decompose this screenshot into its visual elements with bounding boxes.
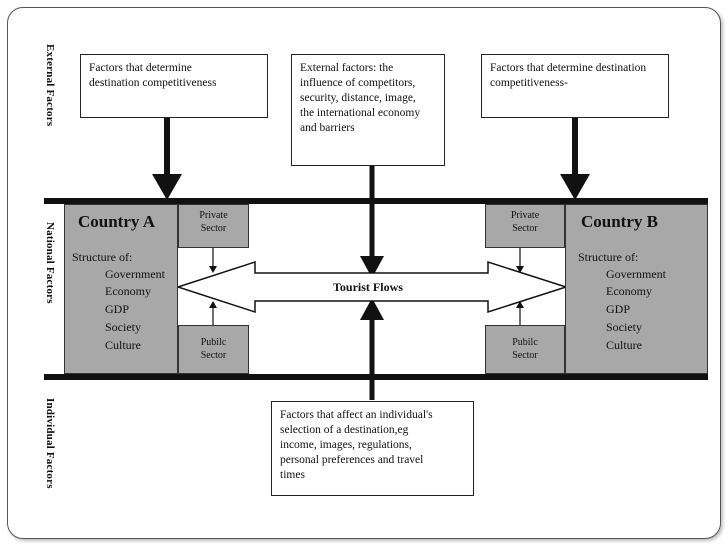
country-a-item: Culture bbox=[105, 338, 141, 352]
national-band-top bbox=[44, 198, 708, 204]
box-line: income, images, regulations, bbox=[280, 439, 412, 451]
country-a-structure-label: Structure of: bbox=[72, 250, 133, 264]
country-a-item: Government bbox=[105, 267, 165, 281]
box-line: Factors that determine destination bbox=[490, 62, 647, 74]
sector-line: Private bbox=[510, 210, 540, 221]
box-line: times bbox=[280, 469, 305, 481]
country-b-item: Economy bbox=[606, 284, 652, 298]
country-b-panel bbox=[565, 204, 708, 374]
box-line: External factors: the bbox=[300, 62, 394, 74]
country-a-item: Economy bbox=[105, 284, 151, 298]
country-a-item: Society bbox=[105, 320, 141, 334]
box-line: Factors that determine bbox=[89, 62, 192, 74]
box-line: and barriers bbox=[300, 122, 355, 134]
sector-line: Sector bbox=[200, 223, 227, 234]
box-line: destination competitiveness bbox=[89, 77, 217, 89]
country-b-item: Government bbox=[606, 267, 666, 281]
country-a-title: Country A bbox=[78, 212, 155, 231]
public-sector-b: Pubilc Sector bbox=[485, 325, 565, 374]
external-factors-box: External factors: the influence of compe… bbox=[291, 54, 445, 166]
tourist-flows-label: Tourist Flows bbox=[333, 280, 403, 294]
private-sector-a: Private Sector bbox=[178, 204, 249, 248]
left-competitiveness-box: Factors that determine destination compe… bbox=[80, 54, 268, 118]
country-b-structure-label: Structure of: bbox=[578, 250, 639, 264]
sector-line: Pubilc bbox=[512, 337, 538, 348]
box-line: selection of a destination,eg bbox=[280, 424, 409, 436]
national-band-bottom bbox=[44, 374, 708, 380]
right-competitiveness-box: Factors that determine destination compe… bbox=[481, 54, 669, 118]
sector-line: Private bbox=[199, 210, 228, 221]
box-line: influence of competitors, bbox=[300, 77, 416, 89]
country-b-item: Society bbox=[606, 320, 642, 334]
country-b-item: Culture bbox=[606, 338, 642, 352]
box-line: Factors that affect an individual's bbox=[280, 409, 433, 421]
box-line: personal preferences and travel bbox=[280, 454, 424, 466]
individual-factors-box: Factors that affect an individual's sele… bbox=[271, 401, 474, 496]
sector-line: Sector bbox=[200, 350, 227, 361]
private-sector-b: Private Sector bbox=[485, 204, 565, 248]
sector-line: Sector bbox=[512, 223, 538, 234]
box-line: the international economy bbox=[300, 107, 421, 119]
sector-line: Sector bbox=[512, 350, 538, 361]
box-line: security, distance, image, bbox=[300, 92, 416, 104]
country-b-title: Country B bbox=[581, 212, 658, 231]
country-a-item: GDP bbox=[105, 302, 130, 316]
country-b-item: GDP bbox=[606, 302, 631, 316]
box-line: competitiveness- bbox=[490, 77, 568, 89]
public-sector-a: Pubilc Sector bbox=[178, 325, 249, 374]
sector-line: Pubilc bbox=[200, 337, 227, 348]
country-a-panel bbox=[64, 204, 178, 374]
